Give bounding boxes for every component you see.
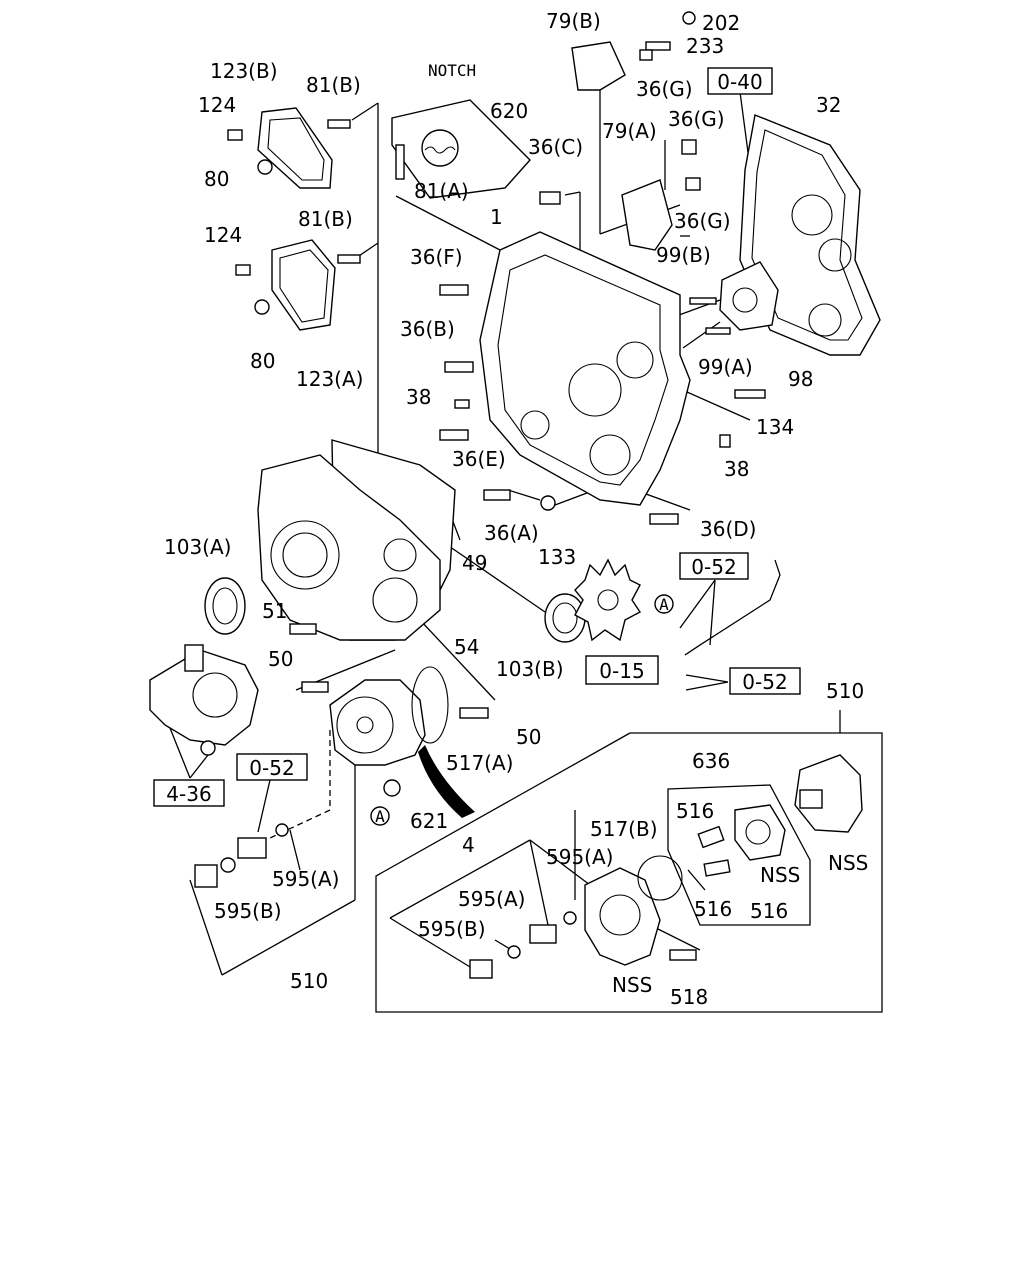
part-pump-housing-nss bbox=[584, 855, 683, 966]
label-36g-2: 36(G) bbox=[668, 107, 725, 131]
label-51: 51 bbox=[262, 599, 287, 623]
reference-box-0-52-upper[interactable]: 0-52 bbox=[679, 552, 749, 580]
marker-label: A bbox=[659, 595, 669, 614]
part-vacuum-pump-main bbox=[329, 666, 449, 766]
circle-marker-a-lower: A bbox=[370, 806, 390, 826]
part-vanes-516 bbox=[687, 825, 731, 891]
label-99a: 99(A) bbox=[698, 355, 753, 379]
label-620: 620 bbox=[490, 99, 528, 123]
label-79a: 79(A) bbox=[602, 119, 657, 143]
label-517a: 517(A) bbox=[446, 751, 513, 775]
label-595a-1: 595(A) bbox=[546, 845, 613, 869]
fasteners bbox=[194, 11, 766, 979]
label-518: 518 bbox=[670, 985, 708, 1009]
reference-box-label: 4-36 bbox=[166, 782, 211, 806]
label-4: 4 bbox=[462, 833, 475, 857]
notch-label: NOTCH bbox=[428, 61, 476, 80]
label-621: 621 bbox=[410, 809, 448, 833]
circle-marker-a-upper: A bbox=[654, 594, 674, 614]
reference-box-0-52-right[interactable]: 0-52 bbox=[729, 667, 801, 695]
label-80-1: 80 bbox=[204, 167, 229, 191]
label-595a-3: 595(A) bbox=[458, 887, 525, 911]
part-cover-123b bbox=[257, 107, 333, 189]
reference-box-label: 0-52 bbox=[249, 756, 294, 780]
label-133: 133 bbox=[538, 545, 576, 569]
reference-box-0-15[interactable]: 0-15 bbox=[585, 655, 659, 685]
reference-box-label: 0-40 bbox=[717, 70, 762, 94]
part-oil-hose bbox=[418, 745, 475, 818]
label-134: 134 bbox=[756, 415, 794, 439]
label-81a: 81(A) bbox=[414, 179, 469, 203]
reference-box-4-36[interactable]: 4-36 bbox=[153, 779, 225, 807]
label-54: 54 bbox=[454, 635, 479, 659]
label-81b-1: 81(B) bbox=[306, 73, 361, 97]
label-80-2: 80 bbox=[250, 349, 275, 373]
label-516-1: 516 bbox=[676, 799, 714, 823]
part-gear-0-15 bbox=[574, 558, 642, 642]
part-seal-103a bbox=[204, 577, 246, 635]
label-103b: 103(B) bbox=[496, 657, 564, 681]
label-32: 32 bbox=[816, 93, 841, 117]
part-rotor-nss bbox=[734, 804, 786, 861]
label-202: 202 bbox=[702, 11, 740, 35]
label-50-1: 50 bbox=[268, 647, 293, 671]
label-79b: 79(B) bbox=[546, 9, 601, 33]
reference-box-0-40[interactable]: 0-40 bbox=[707, 67, 773, 95]
label-36g-1: 36(G) bbox=[636, 77, 693, 101]
label-124-1: 124 bbox=[198, 93, 236, 117]
label-nss-2: NSS bbox=[760, 863, 800, 887]
label-98: 98 bbox=[788, 367, 813, 391]
label-38-2: 38 bbox=[724, 457, 749, 481]
label-595a-2: 595(A) bbox=[272, 867, 339, 891]
reference-box-0-52-left[interactable]: 0-52 bbox=[236, 753, 308, 781]
label-38-1: 38 bbox=[406, 385, 431, 409]
label-516-2: 516 bbox=[694, 897, 732, 921]
part-oil-pump-98 bbox=[719, 261, 779, 331]
label-103a: 103(A) bbox=[164, 535, 231, 559]
label-36c: 36(C) bbox=[528, 135, 583, 159]
label-36b: 36(B) bbox=[400, 317, 455, 341]
label-124-2: 124 bbox=[204, 223, 242, 247]
reference-box-label: 0-15 bbox=[599, 659, 644, 683]
label-36f: 36(F) bbox=[410, 245, 463, 269]
part-front-cover-54 bbox=[257, 454, 441, 641]
part-vacuum-pump-left bbox=[149, 644, 259, 746]
label-510-left: 510 bbox=[290, 969, 328, 993]
label-636: 636 bbox=[692, 749, 730, 773]
label-50-2: 50 bbox=[516, 725, 541, 749]
label-123a: 123(A) bbox=[296, 367, 363, 391]
part-bracket-79a bbox=[621, 179, 673, 251]
reference-box-label: 0-52 bbox=[742, 670, 787, 694]
label-36e: 36(E) bbox=[452, 447, 506, 471]
label-36g-3: 36(G) bbox=[674, 209, 731, 233]
part-cover-nss-right bbox=[794, 754, 863, 833]
part-gasket-620 bbox=[391, 99, 531, 199]
label-595b-2: 595(B) bbox=[418, 917, 486, 941]
label-510-right: 510 bbox=[826, 679, 864, 703]
label-1: 1 bbox=[490, 205, 503, 229]
part-timing-case-1 bbox=[479, 231, 691, 506]
label-99b: 99(B) bbox=[656, 243, 711, 267]
label-595b-1: 595(B) bbox=[214, 899, 282, 923]
label-36d: 36(D) bbox=[700, 517, 756, 541]
label-36a: 36(A) bbox=[484, 521, 539, 545]
label-516-3: 516 bbox=[750, 899, 788, 923]
label-nss-1: NSS bbox=[828, 851, 868, 875]
label-nss-3: NSS bbox=[612, 973, 652, 997]
label-81b-2: 81(B) bbox=[298, 207, 353, 231]
part-bracket-79b bbox=[571, 41, 626, 91]
label-49: 49 bbox=[462, 551, 487, 575]
label-233: 233 bbox=[686, 34, 724, 58]
label-517b: 517(B) bbox=[590, 817, 658, 841]
marker-label: A bbox=[375, 807, 385, 826]
part-labels: NOTCH 79(B) 202 233 36(G) 123(B) 81(B) 6… bbox=[164, 9, 868, 1009]
part-oil-pipe bbox=[684, 559, 781, 656]
label-123b: 123(B) bbox=[210, 59, 278, 83]
reference-box-label: 0-52 bbox=[691, 555, 736, 579]
part-seal-103b bbox=[544, 593, 586, 643]
part-cover-123a bbox=[271, 239, 336, 331]
